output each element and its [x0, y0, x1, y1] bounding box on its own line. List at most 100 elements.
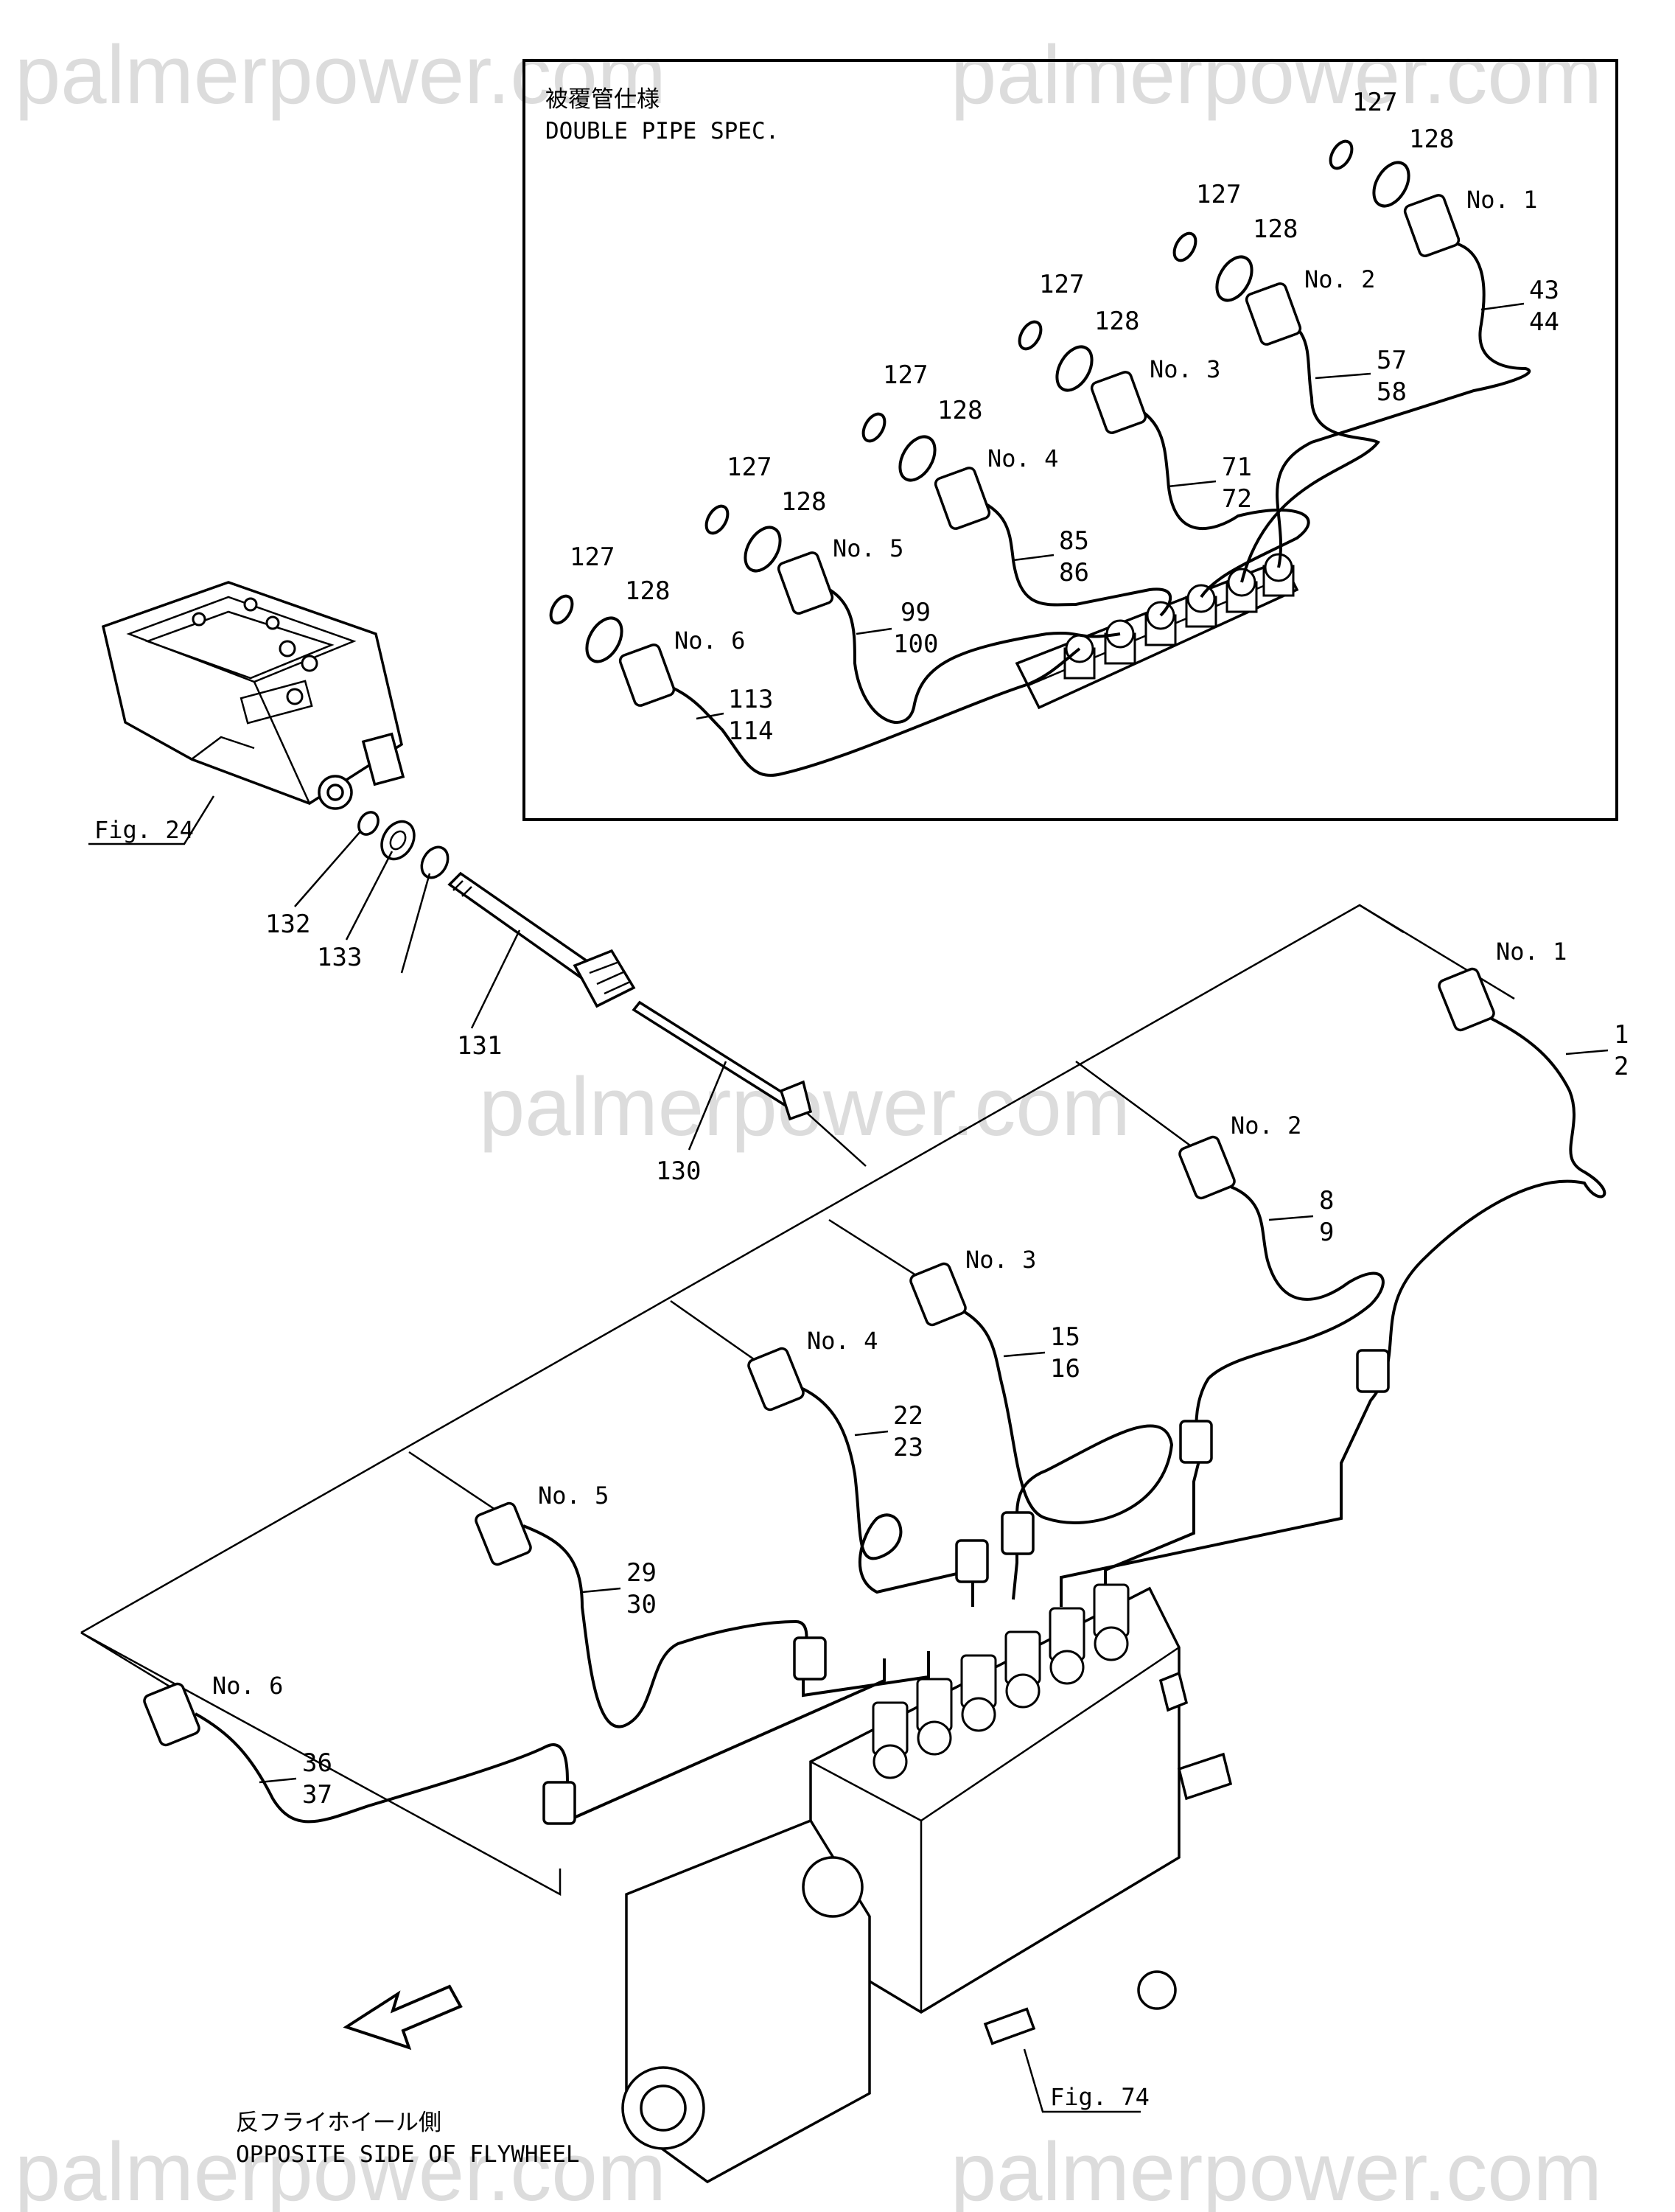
- label-37: 37: [302, 1780, 332, 1810]
- main-nut-no5: [475, 1501, 532, 1566]
- label-71: 71: [1222, 453, 1252, 482]
- inset-nut-no6: [618, 643, 676, 707]
- main-outline-bracket: [80, 904, 1515, 1897]
- main-no1-label: No. 1: [1496, 938, 1567, 966]
- inset-no3-label: No. 3: [1150, 355, 1220, 383]
- double-pipe-inset: 被覆管仕様 DOUBLE PIPE SPEC.: [522, 59, 1618, 821]
- inset-frame: [522, 59, 1618, 821]
- label-114: 114: [728, 716, 773, 746]
- label-128-row3: 128: [1094, 307, 1139, 336]
- label-127-row1: 127: [1352, 88, 1397, 117]
- fig74-reference: Fig. 74: [1050, 2083, 1150, 2111]
- main-no6-label: No. 6: [212, 1672, 283, 1700]
- label-99: 99: [901, 598, 931, 627]
- label-127-row4: 127: [883, 360, 928, 390]
- label-2: 2: [1614, 1052, 1629, 1081]
- injector-nozzle: [447, 871, 636, 1008]
- main-nut-no2: [1178, 1135, 1236, 1200]
- watermarks: palmerpower.com palmerpower.com palmerpo…: [15, 29, 1602, 2212]
- label-9: 9: [1319, 1218, 1334, 1247]
- label-113: 113: [728, 685, 773, 714]
- inset-title-jp: 被覆管仕様: [545, 86, 660, 113]
- label-130: 131: [457, 1031, 502, 1061]
- inset-no5-label: No. 5: [833, 534, 903, 562]
- inset-oring-labels: 127 128 127 128 127 128 127 128 127 128 …: [570, 88, 1454, 606]
- main-no5-label: No. 5: [538, 1482, 609, 1510]
- small-washers: [357, 811, 450, 879]
- inset-pump-block: [1015, 553, 1299, 710]
- main-no3-label: No. 3: [965, 1246, 1036, 1274]
- main-no4-label: No. 4: [807, 1327, 878, 1355]
- watermark-top-right: palmerpower.com: [951, 29, 1602, 121]
- main-pipes: [195, 1016, 1606, 1824]
- fig24-leader: [88, 795, 215, 845]
- main-nut-no3: [909, 1262, 967, 1327]
- main-nuts: [143, 967, 1495, 1825]
- label-22: 22: [893, 1401, 923, 1431]
- watermark-top-left: palmerpower.com: [15, 29, 666, 121]
- inset-orings: [549, 139, 1410, 663]
- leader-131: [294, 830, 362, 907]
- label-86: 86: [1059, 558, 1089, 587]
- direction-label-en: OPPOSITE SIDE OF FLYWHEEL: [236, 2141, 580, 2168]
- inset-no6-label: No. 6: [674, 627, 745, 655]
- inset-pipes: [648, 242, 1531, 777]
- inset-nut-no4: [934, 467, 991, 530]
- direction-arrow-icon: [343, 1984, 463, 2051]
- inset-pipe-labels: No. 1 43 44 No. 2 57 58 No. 3 71 72 No. …: [674, 186, 1559, 746]
- inset-title-en: DOUBLE PIPE SPEC.: [545, 118, 779, 144]
- label-131: 132: [265, 910, 310, 939]
- inset-nuts: [618, 194, 1461, 707]
- label-128-row5: 128: [781, 487, 826, 517]
- label-128-row6: 128: [625, 576, 670, 606]
- injection-pump-drawing: [621, 1583, 1233, 2184]
- inset-nut-no1: [1403, 194, 1461, 257]
- leader-130: [470, 929, 521, 1029]
- label-30: 30: [626, 1590, 657, 1619]
- label-129: 130: [656, 1156, 701, 1186]
- label-23: 23: [893, 1433, 923, 1462]
- label-15: 15: [1050, 1322, 1080, 1352]
- label-85: 85: [1059, 526, 1089, 556]
- label-100: 100: [893, 629, 938, 659]
- direction-label-jp: 反フライホイール側: [236, 2110, 441, 2136]
- watermark-bottom-right: palmerpower.com: [951, 2126, 1602, 2212]
- inset-nut-no2: [1245, 282, 1302, 346]
- cylinder-head-drawing: [101, 581, 405, 810]
- watermark-bottom-left: palmerpower.com: [15, 2126, 666, 2212]
- inset-no2-label: No. 2: [1304, 265, 1375, 293]
- inset-nut-no3: [1090, 371, 1147, 434]
- fig74-leader: [1023, 2048, 1141, 2113]
- label-128-row1: 128: [1409, 125, 1454, 154]
- main-no2-label: No. 2: [1231, 1112, 1301, 1140]
- main-nut-no1: [1438, 967, 1495, 1032]
- leader-129: [688, 1061, 727, 1151]
- label-127-row5: 127: [727, 453, 772, 482]
- label-29: 29: [626, 1558, 657, 1588]
- label-128-row4: 128: [937, 396, 982, 425]
- label-72: 72: [1222, 484, 1252, 514]
- main-nut-no4: [747, 1347, 805, 1412]
- label-43: 43: [1529, 276, 1559, 305]
- label-58: 58: [1377, 377, 1407, 407]
- leader-133: [400, 873, 431, 974]
- inset-nut-no5: [777, 551, 834, 615]
- label-127-row6: 127: [570, 542, 615, 572]
- label-16: 16: [1050, 1354, 1080, 1384]
- label-57: 57: [1377, 346, 1407, 375]
- label-36: 36: [302, 1748, 332, 1778]
- label-127-row2: 127: [1196, 180, 1241, 209]
- leader-132: [345, 851, 394, 941]
- label-8: 8: [1319, 1186, 1334, 1215]
- label-127-row3: 127: [1039, 270, 1084, 299]
- main-nut-no6: [143, 1682, 200, 1747]
- label-1: 1: [1614, 1020, 1629, 1050]
- inset-no4-label: No. 4: [987, 444, 1058, 472]
- delivery-rod: [632, 1000, 813, 1121]
- fig24-reference: Fig. 24: [94, 816, 194, 844]
- main-pipe-labels: No. 1 1 2 No. 2 8 9 No. 3 15 16 No. 4 22…: [212, 938, 1629, 1810]
- label-44: 44: [1529, 307, 1559, 337]
- inset-no1-label: No. 1: [1466, 186, 1537, 214]
- label-128-row2: 128: [1253, 214, 1298, 244]
